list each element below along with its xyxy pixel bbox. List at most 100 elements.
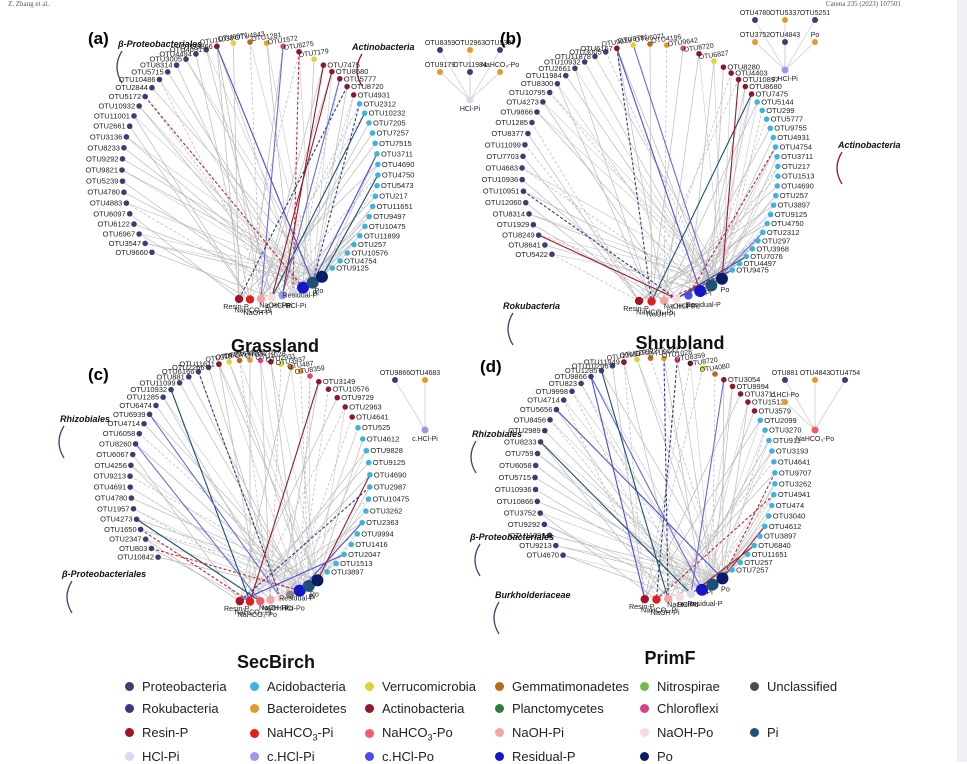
sub-otu-node[interactable] (467, 69, 473, 75)
otu-node[interactable] (119, 178, 126, 184)
otu-node[interactable] (769, 448, 775, 454)
otu-node[interactable] (532, 486, 539, 493)
otu-node[interactable] (127, 473, 133, 479)
p-fraction-node[interactable] (706, 578, 719, 591)
otu-node[interactable] (767, 211, 774, 218)
otu-node[interactable] (541, 521, 548, 528)
otu-node[interactable] (123, 134, 130, 140)
p-fraction-node[interactable] (293, 584, 306, 597)
otu-node[interactable] (745, 399, 751, 405)
p-fraction-node[interactable] (311, 574, 324, 587)
otu-node[interactable] (760, 229, 766, 236)
otu-node[interactable] (522, 199, 529, 206)
otu-node[interactable] (372, 193, 379, 200)
otu-node[interactable] (193, 51, 199, 57)
otu-node[interactable] (537, 510, 544, 516)
sub-otu-node[interactable] (812, 377, 818, 383)
p-fraction-node[interactable] (640, 594, 649, 604)
otu-node[interactable] (362, 223, 368, 230)
otu-node[interactable] (136, 231, 142, 237)
otu-node[interactable] (772, 469, 778, 476)
p-fraction-node[interactable] (306, 276, 319, 289)
p-fraction-node[interactable] (315, 270, 328, 283)
otu-node[interactable] (729, 567, 735, 573)
p-fraction-node[interactable] (266, 595, 275, 605)
p-fraction-node[interactable] (675, 592, 684, 602)
otu-node[interactable] (183, 56, 189, 62)
p-fraction-node[interactable] (672, 294, 681, 303)
otu-node[interactable] (737, 391, 744, 397)
otu-node[interactable] (530, 221, 537, 228)
otu-node[interactable] (634, 356, 640, 363)
otu-node[interactable] (553, 542, 559, 549)
p-fraction-node[interactable] (256, 294, 266, 304)
otu-node[interactable] (214, 43, 220, 50)
otu-node[interactable] (351, 241, 357, 248)
otu-node[interactable] (519, 176, 526, 183)
otu-node[interactable] (735, 76, 742, 83)
p-fraction-node[interactable] (276, 593, 285, 602)
otu-node[interactable] (142, 536, 149, 542)
otu-node[interactable] (721, 376, 727, 383)
otu-node[interactable] (146, 411, 153, 418)
p-fraction-node[interactable] (278, 290, 287, 300)
otu-node[interactable] (769, 502, 775, 509)
otu-node[interactable] (349, 414, 355, 420)
otu-node[interactable] (119, 156, 126, 162)
otu-node[interactable] (759, 107, 766, 114)
p-fraction-node[interactable] (716, 572, 729, 585)
p-fraction-node[interactable] (302, 579, 315, 592)
otu-node[interactable] (546, 532, 553, 539)
otu-node[interactable] (588, 373, 594, 380)
otu-node[interactable] (609, 362, 616, 369)
otu-node[interactable] (334, 394, 341, 401)
otu-node[interactable] (534, 498, 541, 505)
otu-node[interactable] (369, 203, 376, 210)
otu-node[interactable] (126, 123, 133, 130)
otu-node[interactable] (572, 65, 578, 72)
otu-node[interactable] (278, 361, 284, 367)
otu-node[interactable] (736, 260, 743, 267)
otu-node[interactable] (764, 220, 770, 227)
otu-node[interactable] (374, 150, 380, 157)
otu-node[interactable] (770, 134, 777, 141)
sub-otu-node[interactable] (422, 377, 428, 383)
otu-node[interactable] (737, 559, 744, 566)
otu-node[interactable] (560, 552, 566, 558)
otu-node[interactable] (772, 480, 778, 487)
otu-node[interactable] (519, 165, 525, 171)
otu-node[interactable] (195, 368, 202, 375)
otu-node[interactable] (363, 508, 369, 514)
otu-node[interactable] (687, 360, 694, 367)
otu-node[interactable] (359, 436, 366, 442)
otu-node[interactable] (365, 459, 372, 466)
otu-node[interactable] (775, 173, 781, 179)
otu-node[interactable] (354, 531, 361, 537)
otu-node[interactable] (126, 210, 133, 217)
otu-node[interactable] (130, 505, 137, 512)
otu-node[interactable] (136, 430, 143, 437)
otu-node[interactable] (554, 80, 561, 87)
otu-node[interactable] (663, 42, 670, 48)
otu-node[interactable] (131, 221, 137, 227)
otu-node[interactable] (522, 141, 528, 148)
otu-node[interactable] (762, 427, 768, 433)
otu-node[interactable] (127, 484, 134, 490)
p-fraction-node[interactable] (256, 596, 265, 606)
otu-node[interactable] (621, 359, 627, 365)
p-fraction-node[interactable] (297, 281, 310, 294)
otu-node[interactable] (581, 59, 588, 65)
otu-node[interactable] (236, 357, 243, 364)
otu-node[interactable] (156, 76, 163, 83)
otu-node[interactable] (680, 45, 686, 52)
sub-otu-node[interactable] (467, 47, 473, 53)
otu-node[interactable] (369, 130, 376, 136)
otu-node[interactable] (133, 516, 140, 523)
sub-hub-node[interactable] (811, 426, 819, 434)
otu-node[interactable] (562, 72, 569, 79)
otu-node[interactable] (711, 58, 717, 64)
otu-node[interactable] (751, 542, 757, 549)
sub-hub-node[interactable] (781, 66, 789, 74)
sub-otu-node[interactable] (812, 17, 818, 23)
p-fraction-node[interactable] (663, 594, 673, 604)
